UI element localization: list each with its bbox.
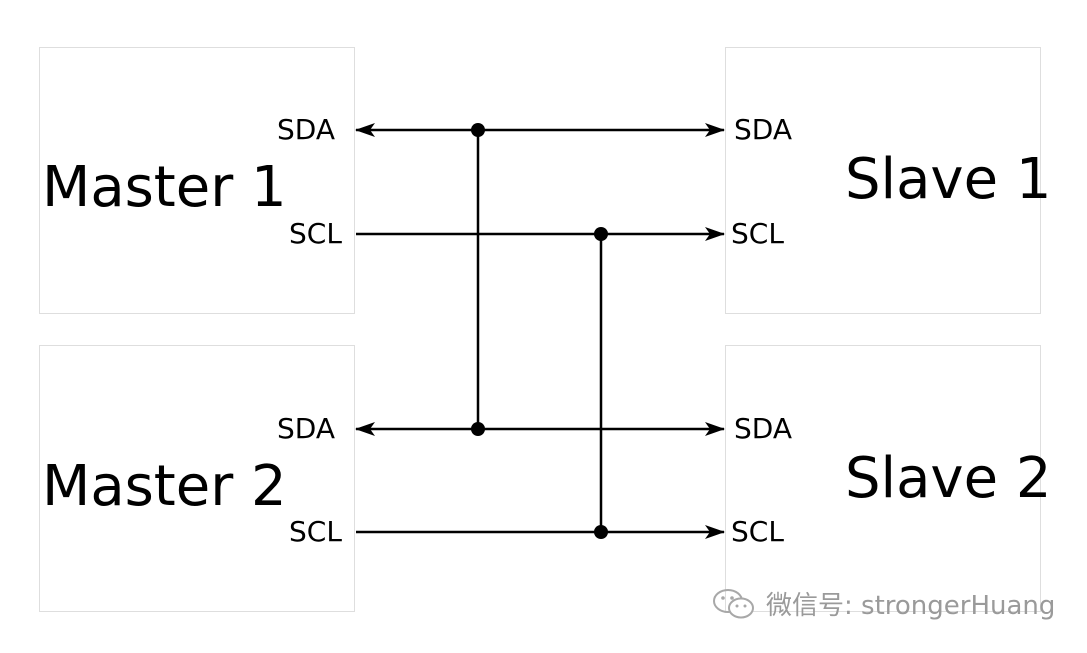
slave-2-sda-label: SDA	[734, 412, 792, 445]
master-2-block	[39, 345, 355, 612]
slave-2-scl-label: SCL	[731, 515, 784, 548]
watermark: 微信号: strongerHuang	[712, 585, 1055, 622]
scl-junction-top	[594, 227, 608, 241]
watermark-text: 微信号: strongerHuang	[766, 591, 1056, 621]
sda-junction-bottom	[471, 422, 485, 436]
slave-1-scl-label: SCL	[731, 217, 784, 250]
slave-1-sda-label: SDA	[734, 113, 792, 146]
scl-junction-bottom	[594, 525, 608, 539]
master-2-title: Master 2	[42, 454, 287, 519]
wechat-icon	[713, 588, 754, 618]
slave-2-block	[725, 345, 1041, 612]
master-1-title: Master 1	[42, 155, 287, 220]
slave-1-block	[725, 47, 1041, 314]
slave-1-title: Slave 1	[845, 147, 1052, 212]
master-2-scl-label: SCL	[289, 515, 342, 548]
master-1-block	[39, 47, 355, 314]
master-1-scl-label: SCL	[289, 217, 342, 250]
master-1-sda-label: SDA	[277, 113, 335, 146]
sda-junction-top	[471, 123, 485, 137]
slave-2-title: Slave 2	[845, 446, 1052, 511]
master-2-sda-label: SDA	[277, 412, 335, 445]
